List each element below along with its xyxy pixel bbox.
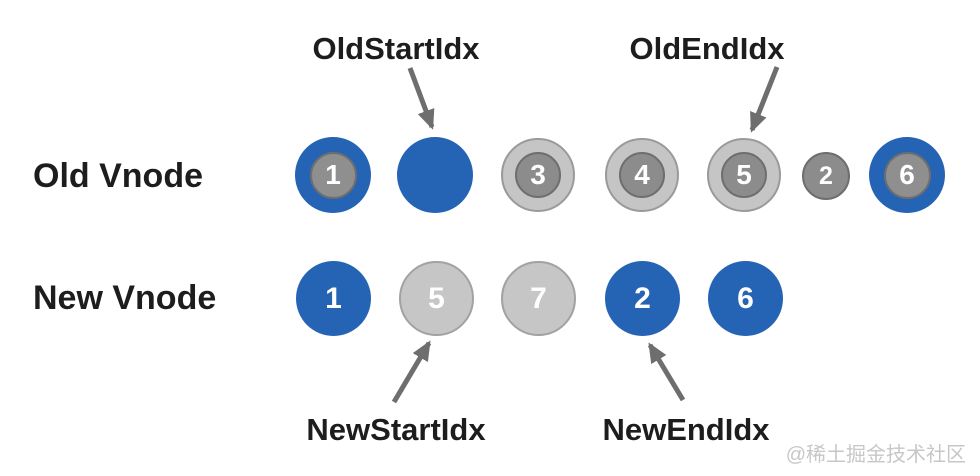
old-end-idx-label: OldEndIdx (629, 31, 785, 66)
old-node-5: 5 (707, 138, 781, 212)
old-node-3-number: 3 (515, 152, 561, 198)
watermark: @稀土掘金技术社区 (785, 444, 966, 466)
old-node-6: 2 (802, 152, 850, 200)
old-node-2-empty (397, 137, 473, 213)
old-node-4-number: 4 (619, 152, 665, 198)
old-node-5-number: 5 (721, 152, 767, 198)
old-start-idx-label: OldStartIdx (312, 31, 480, 66)
old-node-3: 3 (501, 138, 575, 212)
new-end-arrow (647, 342, 686, 402)
old-start-arrow (407, 67, 435, 130)
new-start-arrow (391, 340, 432, 404)
new-node-4: 2 (605, 261, 680, 336)
old-node-1-number: 1 (309, 151, 357, 199)
new-end-idx-label: NewEndIdx (602, 412, 770, 447)
old-node-4: 4 (605, 138, 679, 212)
old-vnode-row-label: Old Vnode (33, 157, 203, 195)
new-vnode-row-label: New Vnode (33, 279, 217, 317)
old-end-arrow (749, 66, 780, 133)
old-node-7: 6 (869, 137, 945, 213)
old-node-7-number: 6 (883, 151, 931, 199)
new-node-1: 1 (296, 261, 371, 336)
old-node-1: 1 (295, 137, 371, 213)
new-node-2: 5 (399, 261, 474, 336)
new-start-idx-label: NewStartIdx (306, 412, 486, 447)
new-node-3: 7 (501, 261, 576, 336)
new-node-5: 6 (708, 261, 783, 336)
